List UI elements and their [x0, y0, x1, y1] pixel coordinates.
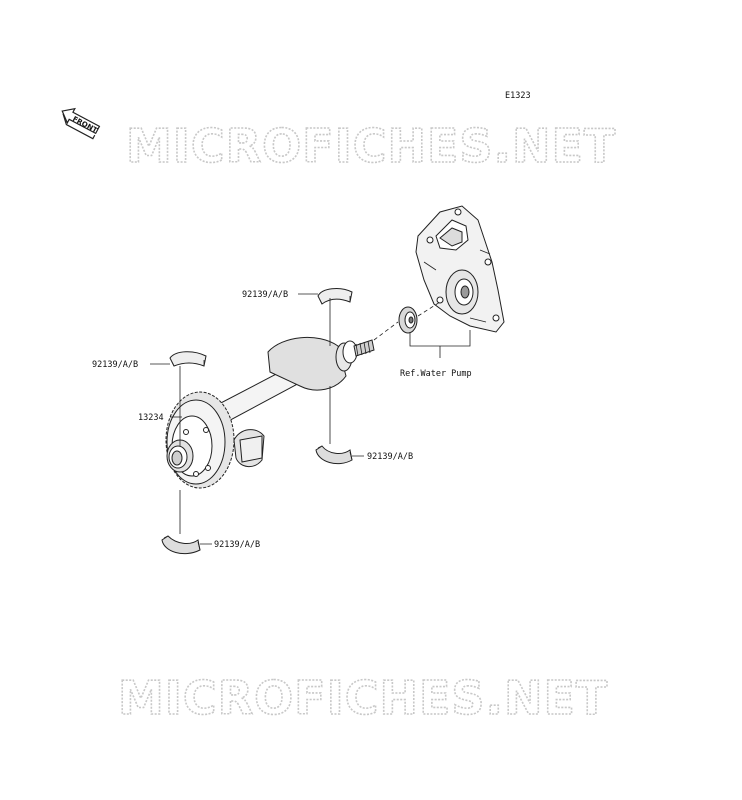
bearing-shell-left	[169, 351, 207, 367]
leader-bearing-left	[150, 363, 181, 446]
balancer-gear	[165, 391, 235, 489]
leader-water-pump	[409, 330, 471, 358]
front-arrow-icon: FRONT	[61, 107, 101, 140]
water-pump-cover	[415, 205, 505, 333]
leader-bearing-bottom	[179, 490, 212, 545]
callout-water-pump-ref: Ref.Water Pump	[400, 369, 472, 379]
balancer-shaft	[191, 336, 375, 467]
alignment-line	[373, 301, 441, 341]
bearing-shell-top	[317, 288, 353, 305]
callout-bearing-left: 92139/A/B	[92, 360, 138, 370]
watermark-top: MICROFICHES.NET	[126, 119, 616, 173]
leader-bearing-right	[329, 386, 364, 457]
oil-seal	[398, 306, 418, 334]
bearing-shell-right	[315, 445, 353, 465]
callout-bearing-right: 92139/A/B	[367, 452, 413, 462]
callout-bearing-top: 92139/A/B	[242, 290, 288, 300]
leader-bearing-top	[298, 293, 331, 346]
diagram-code: E1323	[505, 91, 531, 101]
watermark-bottom: MICROFICHES.NET	[118, 671, 608, 725]
bearing-shell-bottom	[161, 535, 201, 555]
callout-gear: 13234	[138, 413, 164, 423]
callout-bearing-bottom: 92139/A/B	[214, 540, 260, 550]
